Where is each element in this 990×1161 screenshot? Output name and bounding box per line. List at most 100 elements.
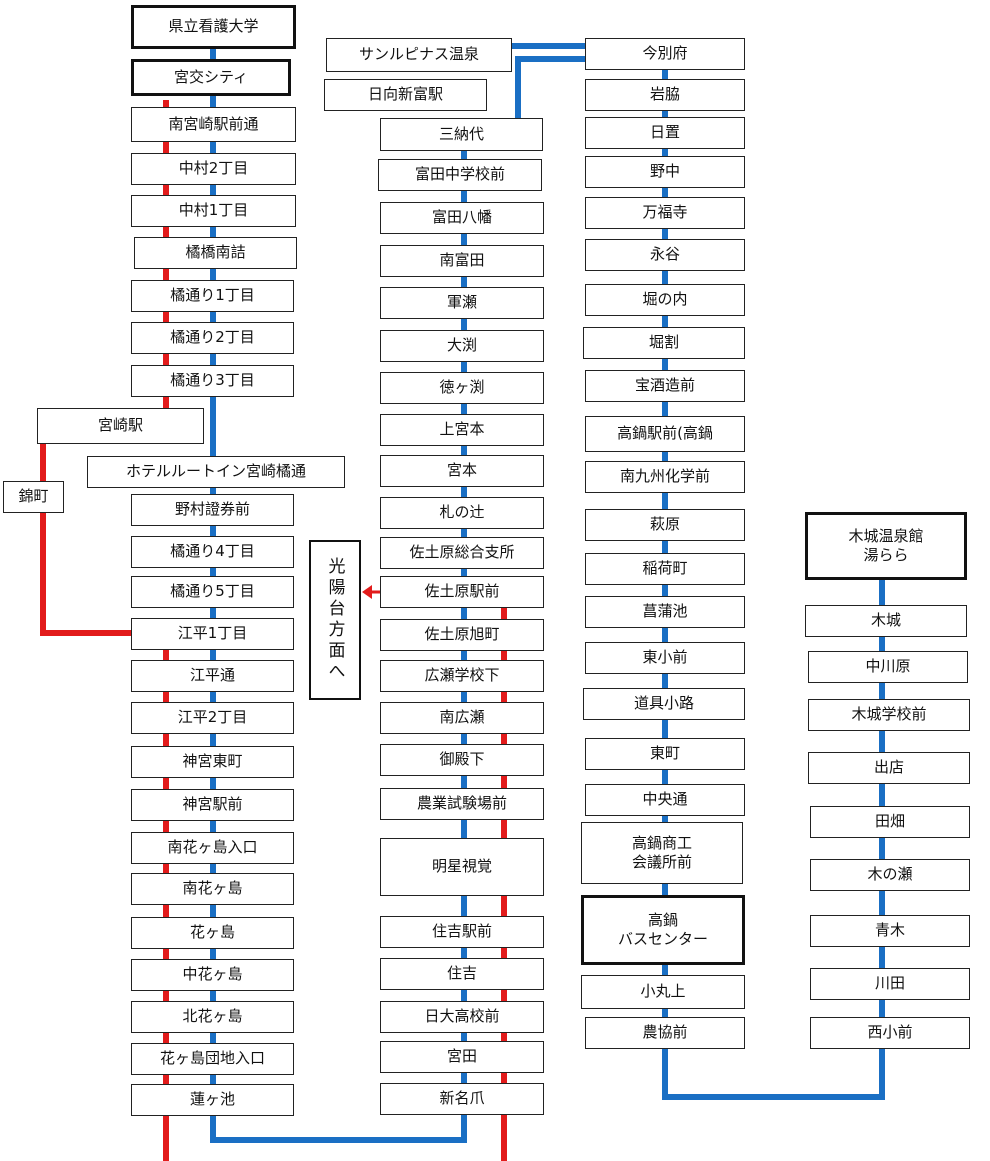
bus-stop-label: 農協前	[642, 1023, 688, 1042]
bus-stop-label: サンルピナス温泉	[358, 45, 479, 64]
bus-stop-label: 宮本	[446, 461, 477, 480]
bus-stop-label: 神宮駅前	[182, 795, 243, 814]
bus-stop-label: 道具小路	[633, 694, 694, 713]
bus-stop-col3-4: 万福寺	[585, 197, 745, 229]
bus-stop-col3-13: 菖蒲池	[585, 596, 745, 628]
bus-stop-label: 宮崎駅	[97, 416, 143, 435]
bus-stop-label: 南九州化学前	[619, 467, 710, 486]
bus-stop-col4-1: 木城	[805, 605, 967, 637]
bus-stop-label: 神宮東町	[182, 752, 243, 771]
bus-stop-label: 県立看護大学	[168, 17, 259, 36]
bus-stop-col1-13: 橘通り5丁目	[131, 576, 294, 608]
bus-stop-label: 橘橋南詰	[185, 243, 246, 262]
bus-stop-col3-0: 今別府	[585, 38, 745, 70]
bus-stop-label: 高鍋 バスセンター	[617, 910, 708, 949]
bus-stop-label: 中村1丁目	[178, 201, 249, 220]
terminal-stop-col4-0: 木城温泉館 湯らら	[805, 512, 967, 580]
bus-stop-col2-13: 佐土原駅前	[380, 576, 544, 608]
bus-stop-col1-22: 中花ヶ島	[131, 959, 294, 991]
bus-stop-label: 出店	[873, 758, 904, 777]
bus-stop-label: 宝酒造前	[634, 376, 695, 395]
bus-stop-col2-14: 佐土原旭町	[380, 619, 544, 651]
bus-stop-label: 木の瀬	[867, 865, 913, 884]
bus-stop-label: 今別府	[642, 44, 688, 63]
bus-stop-label: 橘通り1丁目	[170, 286, 255, 305]
bus-stop-col2-12: 佐土原総合支所	[380, 537, 544, 569]
bus-stop-col3-18: 高鍋商工 会議所前	[581, 822, 743, 884]
bus-stop-col1-3: 中村2丁目	[131, 153, 296, 185]
bus-stop-label: 御殿下	[439, 750, 485, 769]
bus-stop-col2-10: 宮本	[380, 455, 544, 487]
bus-stop-label: 川田	[874, 974, 905, 993]
bus-stop-label: 西小前	[867, 1023, 913, 1042]
bus-stop-col3-10: 南九州化学前	[585, 461, 745, 493]
bus-stop-label: 札の辻	[439, 503, 485, 522]
bus-stop-col3-1: 岩脇	[585, 79, 745, 111]
direction-arrow	[362, 585, 382, 599]
bus-stop-label: 万福寺	[642, 203, 688, 222]
bus-stop-col2-16: 南広瀬	[380, 702, 544, 734]
bus-stop-label: 野村證券前	[174, 500, 250, 519]
bus-stop-label: 江平通	[189, 666, 235, 685]
bus-stop-col2-21: 住吉	[380, 958, 544, 990]
bus-stop-label: 橘通り5丁目	[170, 582, 255, 601]
bus-stop-label: 堀の内	[642, 290, 688, 309]
bus-stop-label: 錦町	[18, 487, 49, 506]
bus-stop-col1-24: 花ヶ島団地入口	[131, 1043, 294, 1075]
bus-stop-col2-9: 上宮本	[380, 414, 544, 446]
bus-stop-col2-22: 日大高校前	[380, 1001, 544, 1033]
bus-stop-col3-20: 小丸上	[581, 975, 745, 1009]
bus-stop-col1-12: 橘通り4丁目	[131, 536, 294, 568]
bus-stop-label: ホテルルートイン宮崎橘通	[125, 462, 306, 481]
bus-stop-label: 上宮本	[439, 420, 485, 439]
bus-stop-col2-7: 大渕	[380, 330, 544, 362]
bus-stop-col4-9: 西小前	[810, 1017, 970, 1049]
bus-stop-label: 萩原	[649, 515, 680, 534]
bus-stop-col2-0: サンルピナス温泉	[326, 38, 512, 72]
bus-stop-col1-16: 江平2丁目	[131, 702, 294, 734]
bus-stop-label: 中花ヶ島	[182, 965, 243, 984]
bus-stop-col1-25: 蓮ヶ池	[131, 1084, 294, 1116]
bus-stop-col1-21: 花ヶ島	[131, 917, 294, 949]
bus-stop-col1-9: 宮崎駅	[37, 408, 204, 444]
bus-stop-col1-23: 北花ヶ島	[131, 1001, 294, 1033]
bus-stop-label: 南広瀬	[439, 708, 485, 727]
bus-stop-col4-6: 木の瀬	[810, 859, 970, 891]
bus-stop-col3-17: 中央通	[585, 784, 745, 816]
bus-stop-col3-9: 高鍋駅前(高鍋	[585, 416, 745, 452]
bus-stop-col4-4: 出店	[808, 752, 970, 784]
bus-stop-col3-3: 野中	[585, 156, 745, 188]
bus-stop-label: 堀割	[648, 333, 679, 352]
bus-stop-col1-6: 橘通り1丁目	[131, 280, 294, 312]
bus-stop-label: 明星視覚	[431, 857, 492, 876]
terminal-stop-col1-0: 県立看護大学	[131, 5, 296, 49]
bus-stop-label: 花ヶ島	[189, 923, 235, 942]
bus-stop-label: 軍瀬	[446, 293, 477, 312]
bus-stop-label: 花ヶ島団地入口	[159, 1049, 265, 1068]
bus-stop-col2-24: 新名爪	[380, 1083, 544, 1115]
bus-stop-col3-14: 東小前	[585, 642, 745, 674]
bus-stop-label: 小丸上	[640, 982, 686, 1001]
bus-stop-label: 住吉	[446, 964, 477, 983]
bus-stop-col2-8: 徳ヶ渕	[380, 372, 544, 404]
bus-stop-col1-10: ホテルルートイン宮崎橘通	[87, 456, 345, 488]
bus-stop-col4-3: 木城学校前	[808, 699, 970, 731]
bus-stop-label: 北花ヶ島	[182, 1007, 243, 1026]
bus-stop-col3-21: 農協前	[585, 1017, 745, 1049]
bus-stop-col2-4: 富田八幡	[380, 202, 544, 234]
bus-stop-label: 東町	[649, 744, 680, 763]
bus-stop-label: 住吉駅前	[431, 922, 492, 941]
bus-stop-label: 橘通り3丁目	[170, 371, 255, 390]
bus-stop-label: 菖蒲池	[642, 602, 688, 621]
bus-stop-label: 木城	[870, 611, 901, 630]
bus-stop-col4-8: 川田	[810, 968, 970, 1000]
bus-stop-label: 南花ヶ島入口	[167, 838, 258, 857]
bus-stop-col3-8: 宝酒造前	[585, 370, 745, 402]
blue-link-col1-col2	[210, 1095, 467, 1143]
bus-stop-col2-15: 広瀬学校下	[380, 660, 544, 692]
bus-stop-label: 徳ヶ渕	[439, 378, 485, 397]
bus-stop-label: 南花ヶ島	[182, 879, 243, 898]
bus-stop-col2-6: 軍瀬	[380, 287, 544, 319]
bus-stop-col1-17: 神宮東町	[131, 746, 294, 778]
bus-stop-label: 東小前	[642, 648, 688, 667]
